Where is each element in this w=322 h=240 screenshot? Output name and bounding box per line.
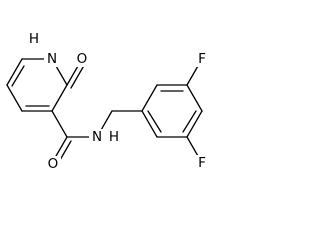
atom-o2-label: O (48, 156, 59, 172)
atom-o1-label: O (77, 51, 88, 67)
bonds (6, 58, 203, 168)
bond-c6-c5-inner (11, 65, 25, 87)
atom-f1-label: F (198, 51, 206, 67)
bond-ar3-ar4 (186, 84, 203, 112)
bond-c5-c4 (6, 84, 23, 112)
atom-n2-label: N (92, 129, 102, 145)
atom-n1-label: N (47, 51, 57, 67)
bond-c3-camide (51, 110, 68, 138)
chemical-structure: N H O O N H F F (6, 31, 209, 172)
bond-ar1-ar2 (141, 84, 158, 112)
bond-ar6-ar1 (141, 110, 158, 138)
atom-h1-label: H (29, 31, 39, 47)
bond-c6-c5 (6, 58, 23, 86)
bond-ar6-ar1-inner (147, 110, 162, 133)
atom-labels: N H O O N H F F (28, 31, 209, 172)
bond-c3-c2 (51, 84, 68, 112)
bond-ar4-ar5-inner (182, 110, 197, 133)
atom-f2-label: F (198, 155, 206, 171)
atom-h2-label: H (109, 129, 119, 145)
bond-ar4-ar5 (186, 110, 203, 138)
